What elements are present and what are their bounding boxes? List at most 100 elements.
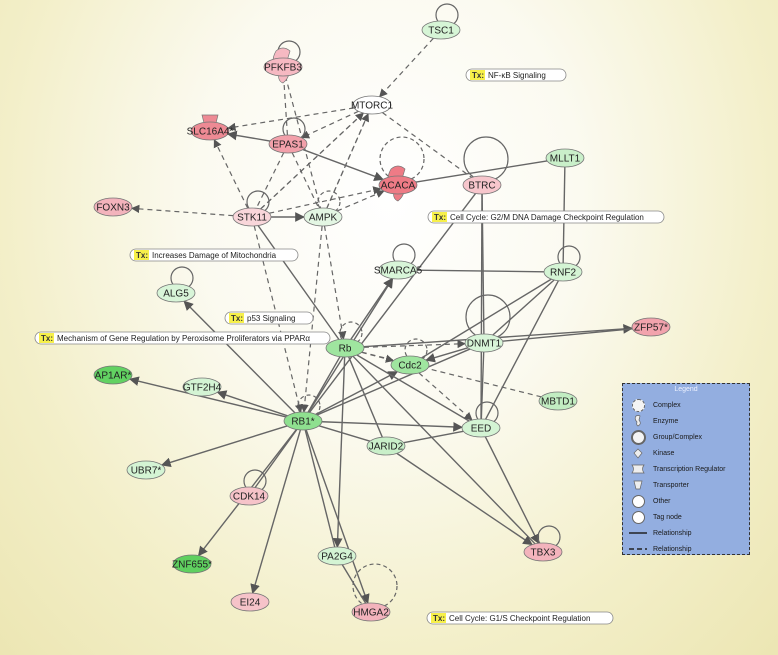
pathway-label: Cell Cycle: G2/M DNA Damage Checkpoint R… (450, 213, 644, 222)
node-label: SLC16A4* (187, 127, 234, 138)
node-acaca[interactable]: ACACA (378, 165, 418, 202)
node-epas1[interactable]: EPAS1 (268, 134, 308, 154)
node-btrc[interactable]: BTRC (462, 175, 502, 195)
pathway-pill (34, 331, 331, 345)
pathway-label: Increases Damage of Mitochondria (152, 251, 277, 260)
edge-stk11-rb (257, 225, 340, 340)
edge-tsc1-mtorc1 (379, 37, 434, 98)
node-shape (538, 391, 578, 411)
node-pa2g4[interactable]: PA2G4 (317, 546, 357, 566)
node-stk11[interactable]: STK11 (232, 207, 272, 227)
node-dnmt1[interactable]: DNMT1 (464, 333, 504, 353)
edge-ampk-acaca (336, 190, 385, 212)
node-shape (283, 411, 323, 431)
node-label: STK11 (237, 213, 267, 224)
edge-smarca5-rnf2 (416, 269, 545, 273)
pathway-badge: Tx: (41, 334, 53, 343)
node-label: UBR7* (131, 466, 162, 477)
node-label: RNF2 (550, 268, 577, 279)
edge-stk11-acaca (269, 186, 382, 214)
legend-item-label: Transcription Regulator (653, 465, 726, 473)
edge-btrc-eed (480, 193, 483, 420)
pathway-p53[interactable]: Tx:p53 Signaling (224, 311, 314, 325)
node-mbtd1[interactable]: MBTD1 (538, 391, 578, 411)
legend-item-label: Enzyme (653, 417, 679, 425)
pathway-pill (465, 68, 567, 82)
edge-rb-dnmt1 (363, 339, 466, 349)
node-ap1ar[interactable]: AP1AR* (93, 365, 133, 385)
node-mllt1[interactable]: MLLT1 (545, 148, 585, 168)
node-znf655[interactable]: ZNF655* (172, 554, 212, 574)
legend-item-label: Relationship (653, 529, 692, 537)
node-shape (268, 134, 308, 154)
node-shape (232, 207, 272, 227)
node-eed[interactable]: EED (461, 418, 501, 438)
edge-epas1-stk11 (255, 152, 285, 209)
node-hmga2[interactable]: HMGA2 (351, 602, 391, 622)
pathway-nfkb[interactable]: Tx:NF-κB Signaling (465, 68, 567, 82)
node-shape (631, 317, 671, 337)
node-mtorc1[interactable]: MTORC1 (351, 95, 393, 115)
self-loop-hmga2 (352, 563, 398, 609)
node-rnf2[interactable]: RNF2 (543, 262, 583, 282)
pathway-ppar[interactable]: Tx: Mechanism of Gene Regulation by Perox… (34, 331, 331, 345)
node-tsc1[interactable]: TSC1 (421, 20, 461, 40)
pathway-pill (426, 611, 614, 625)
node-slc16a4[interactable]: SLC16A4* (187, 114, 234, 141)
node-zfp57[interactable]: ZFP57* (631, 317, 671, 337)
edge-eed-rnf2 (484, 280, 560, 420)
node-ampk[interactable]: AMPK (303, 207, 343, 227)
node-ubr7[interactable]: UBR7* (126, 460, 166, 480)
node-shape (543, 262, 583, 282)
node-label: EED (471, 424, 492, 435)
transporter-icon (629, 478, 647, 492)
edge-rb1-alg5 (183, 300, 296, 414)
legend-item-label: Tag node (653, 513, 682, 521)
node-tbx3[interactable]: TBX3 (523, 542, 563, 562)
node-label: RB1* (291, 417, 314, 428)
edge-rb1-eed (321, 421, 464, 432)
edge-jarid2-tbx3 (396, 452, 533, 546)
node-shape (421, 20, 461, 40)
node-label: FOXN3 (96, 203, 130, 214)
node-pfkfb3[interactable]: PFKFB3 (263, 47, 303, 84)
pathway-mito[interactable]: Tx:Increases Damage of Mitochondria (129, 248, 299, 262)
node-jarid2[interactable]: JARID2 (366, 436, 406, 456)
edge-rb1-rb (307, 356, 341, 413)
pathway-pill (427, 210, 665, 224)
node-label: EI24 (240, 598, 261, 609)
node-rb[interactable]: Rb (325, 338, 365, 358)
txreg-icon (629, 462, 647, 476)
node-alg5[interactable]: ALG5 (156, 283, 196, 303)
edge-rb1-hmga2 (305, 429, 370, 605)
node-cdk14[interactable]: CDK14 (229, 486, 269, 506)
edge-btrc-rb1 (308, 193, 477, 413)
pathway-g2m[interactable]: Tx:Cell Cycle: G2/M DNA Damage Checkpoin… (427, 210, 665, 224)
pathway-label: Mechanism of Gene Regulation by Peroxiso… (57, 334, 310, 343)
edge-eed-tbx3 (484, 436, 540, 545)
node-cdc2[interactable]: Cdc2 (390, 355, 430, 375)
edge-pa2g4-hmga2 (341, 564, 367, 604)
node-rb1[interactable]: RB1* (283, 411, 323, 431)
pathway-pill (224, 311, 314, 325)
node-label: PFKFB3 (264, 63, 302, 74)
edge-dnmt1-eed (480, 351, 485, 420)
node-label: ACACA (381, 181, 416, 192)
pathway-g1s[interactable]: Tx:Cell Cycle: G1/S Checkpoint Regulatio… (426, 611, 614, 625)
node-shape (464, 333, 504, 353)
legend-item-solid-line: Relationship (629, 526, 692, 540)
node-shape (378, 175, 418, 195)
edge-stk11-slc16a4 (213, 139, 249, 209)
node-label: AMPK (309, 213, 338, 224)
edge-ampk-mtorc1 (326, 113, 369, 209)
tag-icon (629, 510, 647, 524)
node-gtf2h4[interactable]: GTF2H4 (182, 377, 222, 397)
edge-dnmt1-rnf2 (492, 279, 555, 336)
node-ei24[interactable]: EI24 (230, 592, 270, 612)
self-loop-acaca (379, 136, 425, 182)
pathway-label: NF-κB Signaling (488, 71, 546, 80)
node-foxn3[interactable]: FOXN3 (93, 197, 133, 217)
node-shape (351, 602, 391, 622)
node-smarca5[interactable]: SMARCA5 (374, 260, 423, 280)
